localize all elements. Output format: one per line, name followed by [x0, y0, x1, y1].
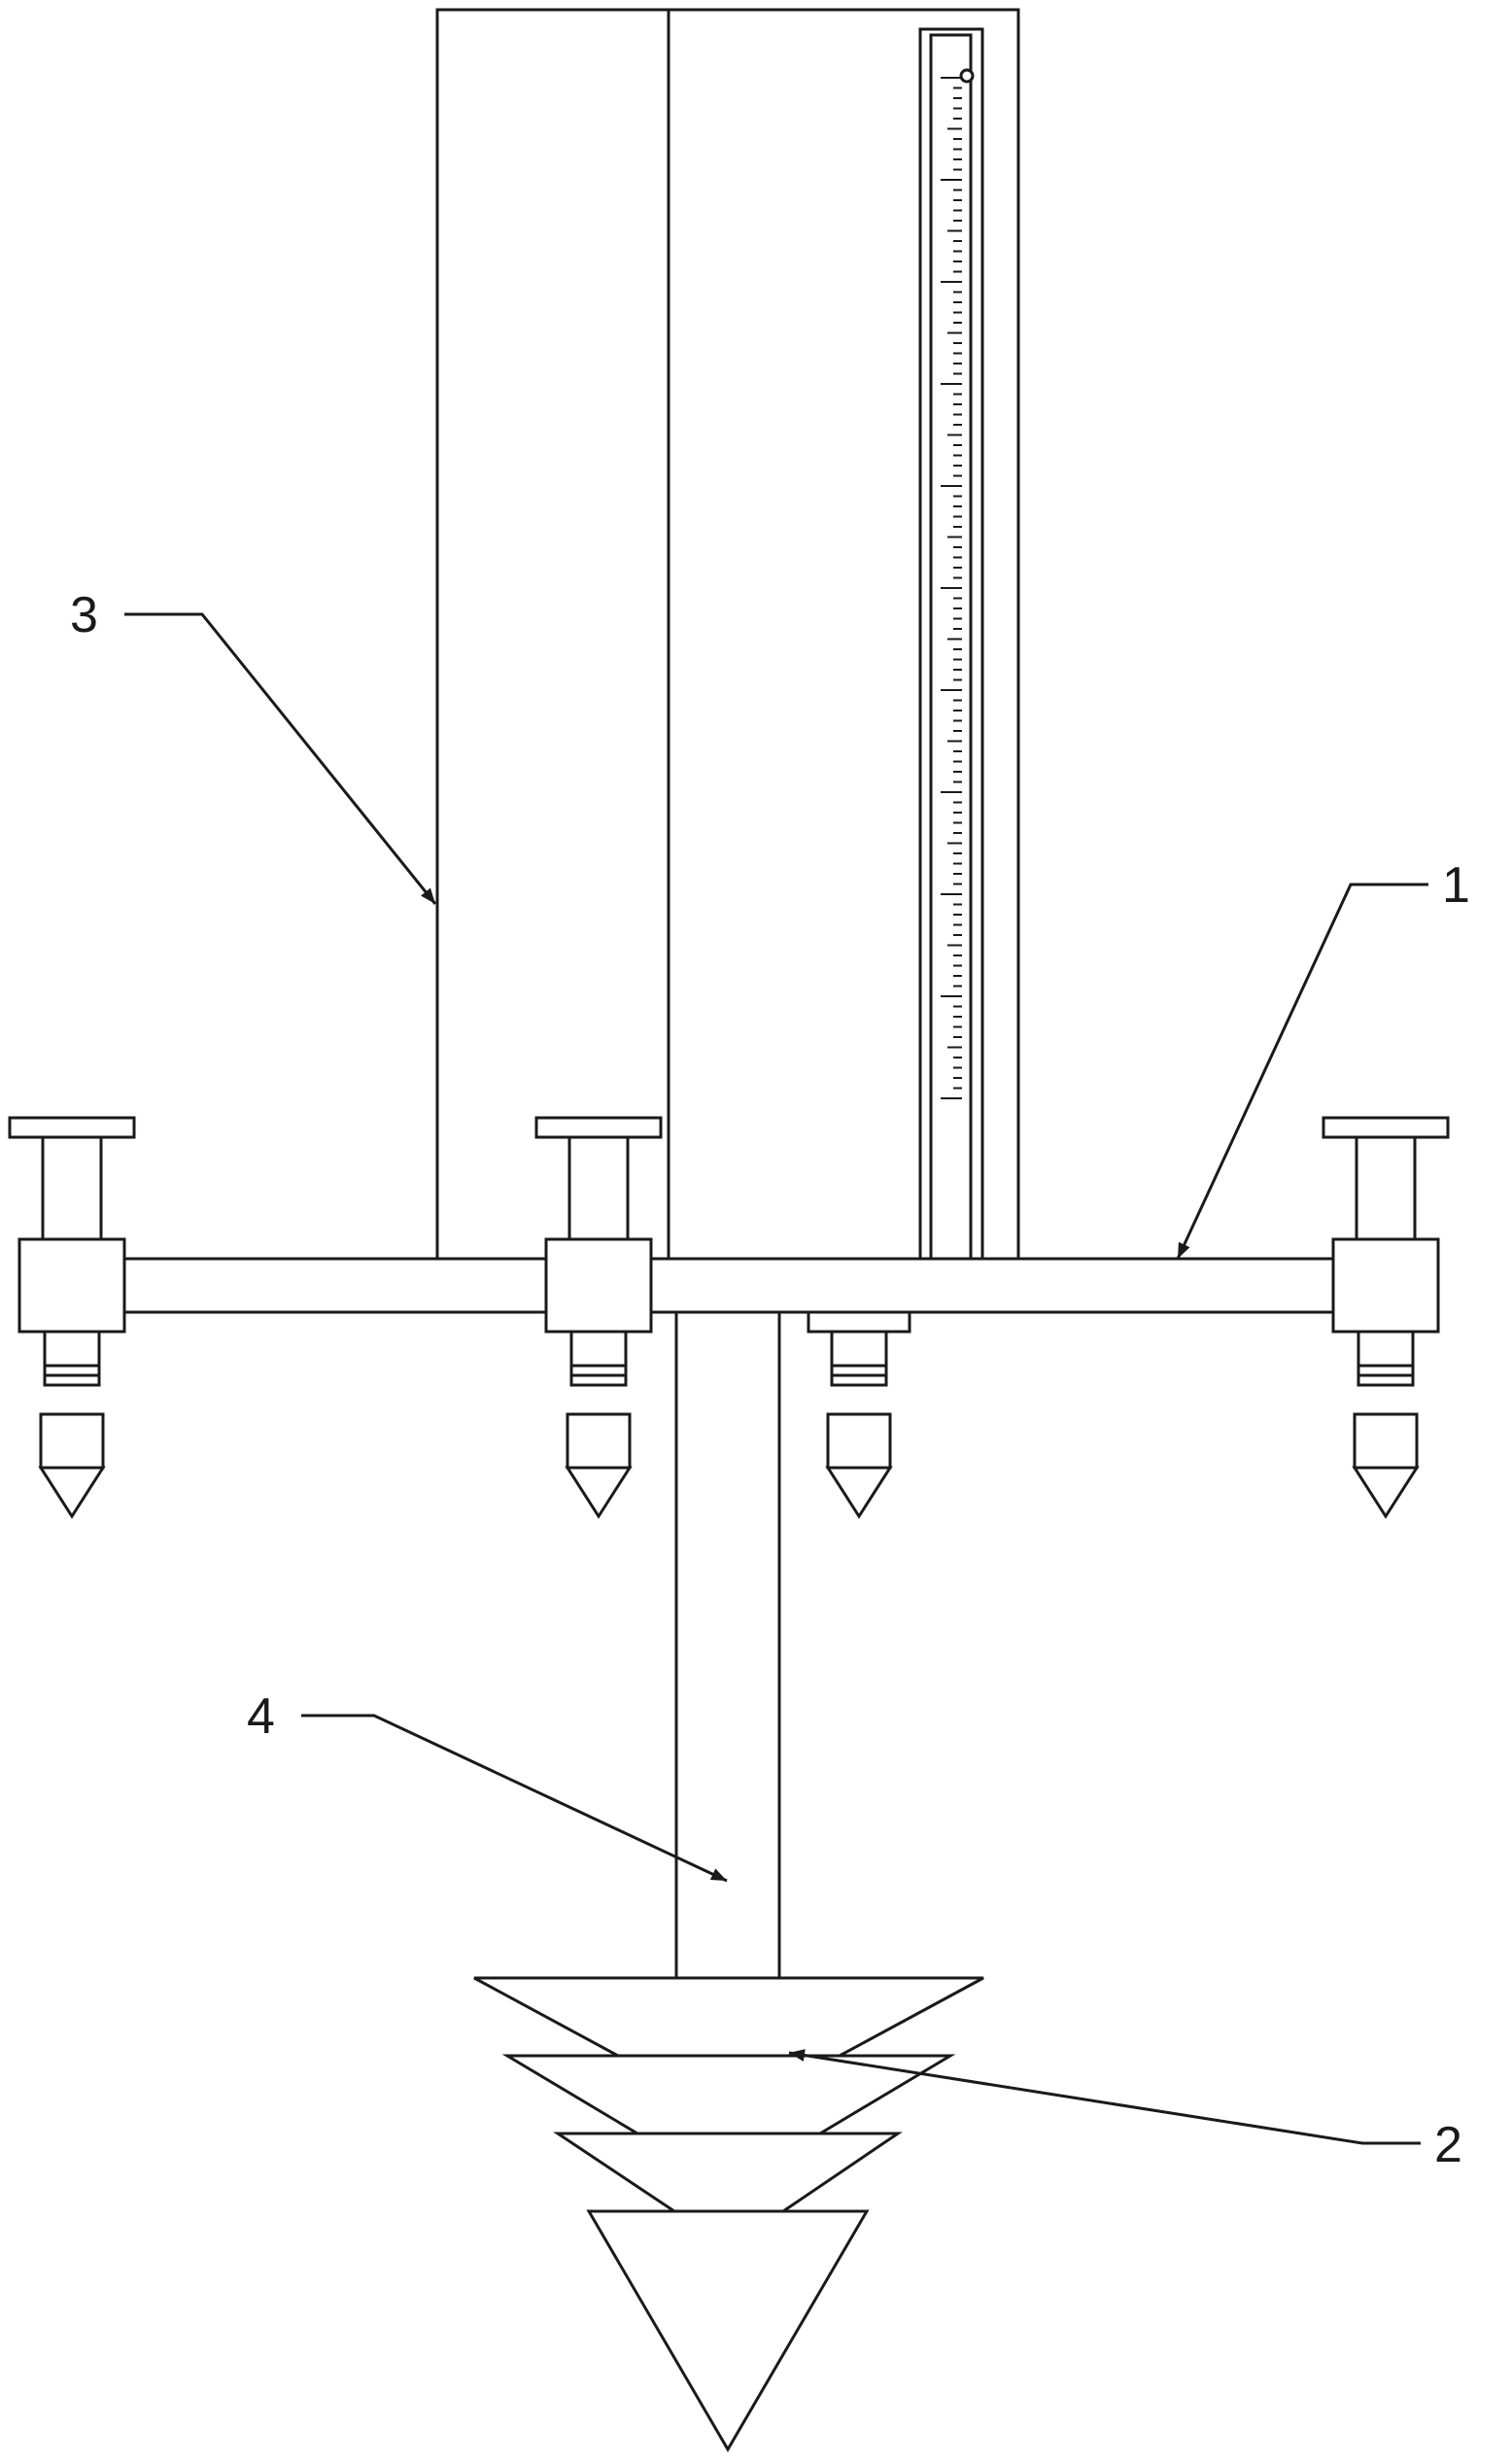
cone-drill-bit [473, 1976, 984, 2452]
leg-tip-point [565, 1466, 633, 1519]
leg-tip-point [1352, 1466, 1420, 1519]
callout-3-leader [124, 612, 437, 905]
leg-rod [1355, 1135, 1417, 1241]
leg-clamp [544, 1237, 653, 1334]
leg-clamp [1331, 1237, 1440, 1334]
leg-tip-point [825, 1466, 893, 1519]
crossbar-bottom-bracket [807, 1310, 911, 1334]
callout-1-label: 1 [1442, 857, 1470, 914]
leg-tip-body [39, 1412, 105, 1470]
scale-ticks [941, 77, 962, 1099]
leg-clamp [17, 1237, 126, 1334]
leg-assembly-far-right [1322, 1116, 1450, 1519]
leg-tip-body [566, 1412, 632, 1470]
cone-stage-3 [553, 2132, 903, 2213]
leg-rod [567, 1135, 630, 1241]
callout-2-label: 2 [1434, 2117, 1462, 2173]
leg-tip-body [826, 1412, 892, 1470]
leg-lower-rod [43, 1330, 101, 1387]
cone-tip [586, 2209, 870, 2452]
leg-lower-rod [569, 1330, 628, 1387]
callout-4-label: 4 [247, 1688, 275, 1745]
leg-cap [1322, 1116, 1450, 1139]
leg-cap [8, 1116, 136, 1139]
scale-top-knob [959, 68, 975, 84]
callout-1-leader [1176, 883, 1428, 1260]
leg-assembly-far-left [8, 1116, 136, 1519]
leg-assembly-center-left [534, 1116, 663, 1519]
callout-4-leader [301, 1714, 728, 1883]
leg-rod [41, 1135, 103, 1241]
scale-track-inner [929, 33, 973, 1261]
crossbar [103, 1257, 1346, 1314]
leg-lower-rod [830, 1330, 888, 1387]
leg-tip-body [1353, 1412, 1419, 1470]
leg-lower-rod [1357, 1330, 1415, 1387]
callout-3-label: 3 [70, 587, 98, 643]
callout-2-leader [788, 2049, 1421, 2145]
leg-assembly-center-right [825, 1330, 893, 1519]
housing-column [435, 8, 1020, 1261]
cone-stage-1 [473, 1976, 984, 2058]
leg-cap [534, 1116, 663, 1139]
leg-tip-point [38, 1466, 106, 1519]
central-shaft [674, 1305, 781, 1980]
